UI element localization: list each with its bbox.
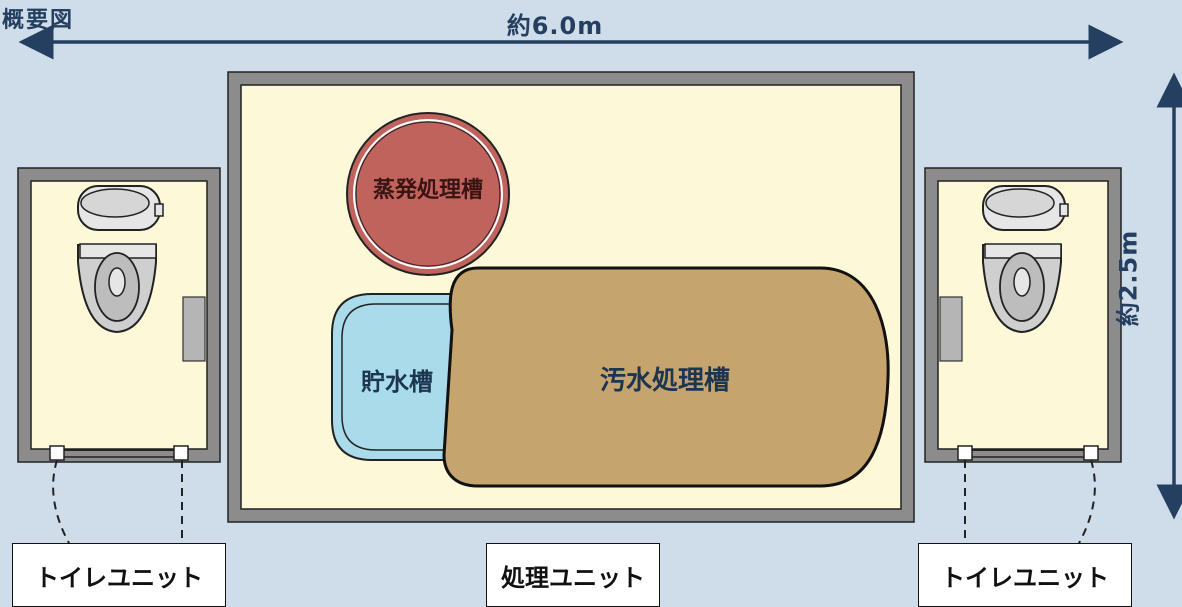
right-toilet-unit-label: トイレユニット [918, 543, 1132, 607]
height-dimension-label: 約2.5m [1114, 229, 1143, 327]
water-storage-tank-label: 貯水槽 [361, 368, 433, 396]
evaporation-tank [346, 112, 510, 276]
evaporation-tank-label: 蒸発処理槽 [372, 178, 483, 203]
door-panel-icon [939, 296, 963, 362]
toilet-icon [982, 185, 1069, 334]
left-toilet-unit-label: トイレユニット [12, 543, 226, 607]
door-panel-icon [182, 296, 206, 362]
sewage-tank [442, 266, 890, 488]
sewage-tank-label: 汚水処理槽 [599, 366, 730, 396]
treatment-unit-label: 処理ユニット [486, 543, 660, 607]
toilet-icon [77, 185, 164, 334]
water-storage-tank [331, 293, 463, 461]
left-toilet-unit [17, 167, 221, 546]
right-toilet-unit [924, 167, 1122, 546]
treatment-unit [227, 71, 915, 523]
width-dimension-label: 約6.0m [506, 12, 604, 40]
diagram-title: 概要図 [2, 8, 75, 33]
